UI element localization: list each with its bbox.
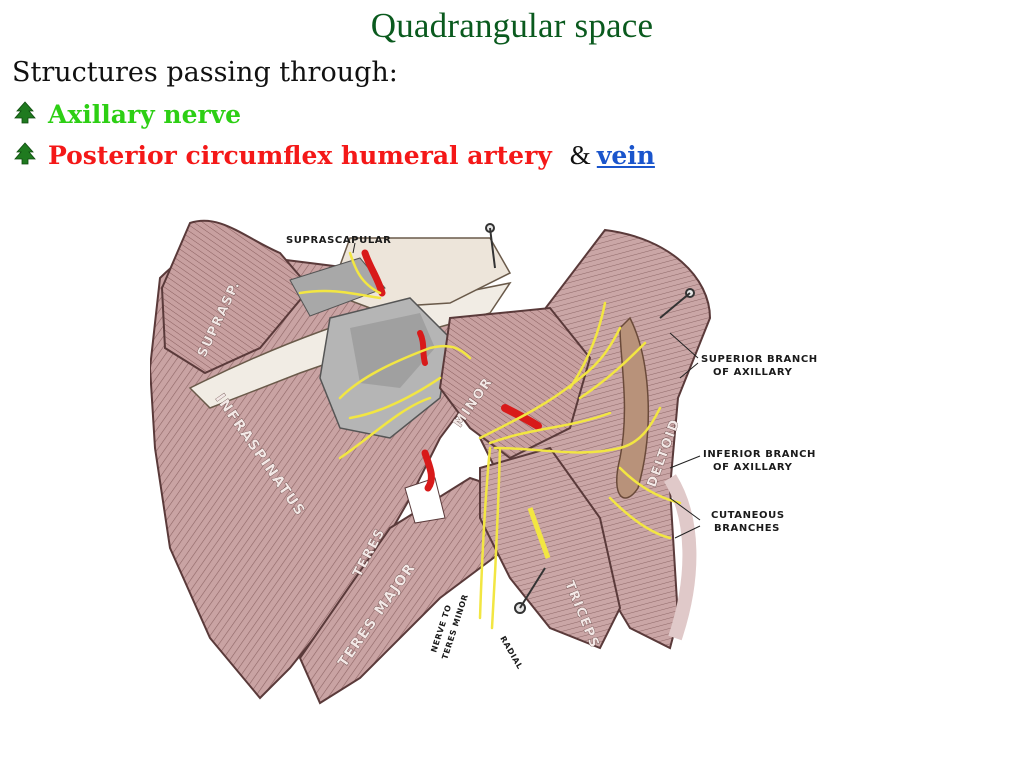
artery-text: Posterior circumflex humeral artery <box>48 141 552 170</box>
circumflex-scapular-artery <box>417 330 428 366</box>
bullet-posterior-circumflex: Posterior circumflex humeral artery&vein <box>12 140 655 171</box>
teres-minor-muscle <box>438 306 592 460</box>
label-cutaneous: CUTANEOUS <box>711 510 785 521</box>
exposed-fossa-upper <box>289 257 386 317</box>
shoulder-anatomy-illustration: SUPRASCAPULAR SUPERIOR BRANCH OF AXILLAR… <box>150 219 818 705</box>
triceps-muscle <box>479 446 622 650</box>
dissection-pins <box>485 223 695 614</box>
vein-text: vein <box>596 141 655 170</box>
bullet-axillary-nerve: Axillary nerve <box>12 100 241 129</box>
supraspinatus-muscle <box>160 219 312 375</box>
label-of-axillary-2: OF AXILLARY <box>713 462 793 473</box>
label-of-axillary-1: OF AXILLARY <box>713 367 793 378</box>
label-superior-branch: SUPERIOR BRANCH <box>701 354 818 365</box>
ampersand: & <box>569 140 591 170</box>
tree-bullet-icon <box>14 142 36 165</box>
leader-lines <box>352 242 701 539</box>
intro-text: Structures passing through: <box>12 57 398 88</box>
nerve-branches <box>298 251 682 630</box>
tree-bullet-icon <box>14 101 36 124</box>
label-radial: RADIAL <box>498 635 524 671</box>
label-inferior-branch: INFERIOR BRANCH <box>703 449 816 460</box>
axillary-nerve-text: Axillary nerve <box>48 100 242 129</box>
suprascapular-artery <box>361 249 386 297</box>
label-suprascapular: SUPRASCAPULAR <box>286 235 391 246</box>
quadrangular-space-gap <box>404 477 446 524</box>
slide-title: Quadrangular space <box>370 6 654 45</box>
label-branches: BRANCHES <box>714 523 780 534</box>
